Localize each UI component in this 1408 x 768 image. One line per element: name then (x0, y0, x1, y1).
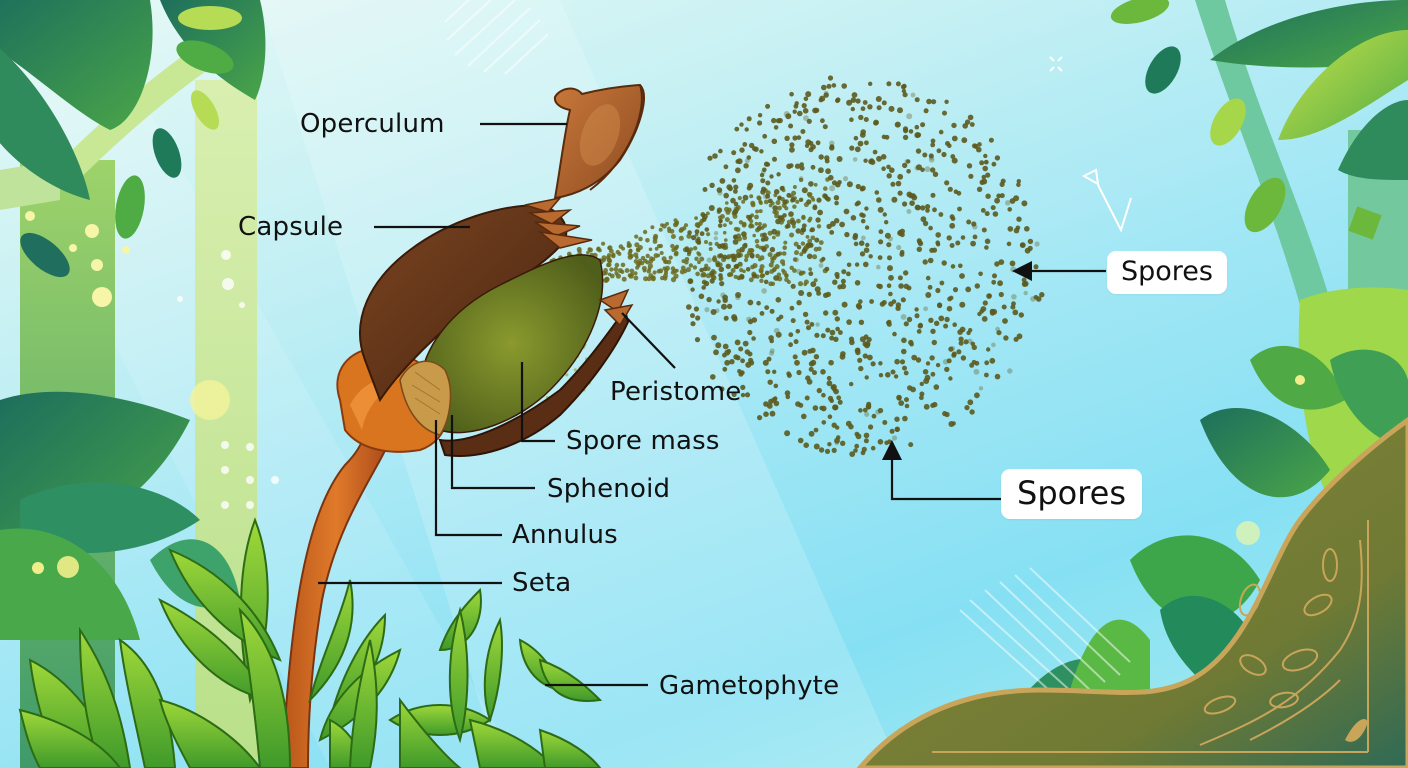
peristome-teeth (524, 196, 634, 327)
annulus-leader (434, 420, 502, 537)
callout-spores-upper: Spores (1107, 251, 1227, 294)
label-capsule: Capsule (238, 212, 344, 242)
spore-mass (419, 254, 604, 434)
spores-lower-leader (890, 455, 1002, 501)
label-spore-mass: Spore mass (566, 426, 720, 456)
label-operculum: Operculum (300, 109, 445, 139)
callout-spores-lower: Spores (1001, 469, 1143, 519)
sphenoid-leader (450, 415, 535, 490)
label-peristome: Peristome (610, 377, 742, 407)
label-sphenoid: Sphenoid (547, 474, 671, 504)
label-annulus: Annulus (512, 520, 618, 550)
peristome-leader (621, 312, 676, 369)
gametophyte-leaves (18, 517, 603, 768)
label-gametophyte: Gametophyte (659, 671, 840, 701)
label-seta: Seta (512, 568, 572, 598)
spore-mass-leader (520, 362, 555, 443)
arrowhead-left-icon (1012, 261, 1032, 281)
arrowhead-up-icon (882, 440, 902, 460)
